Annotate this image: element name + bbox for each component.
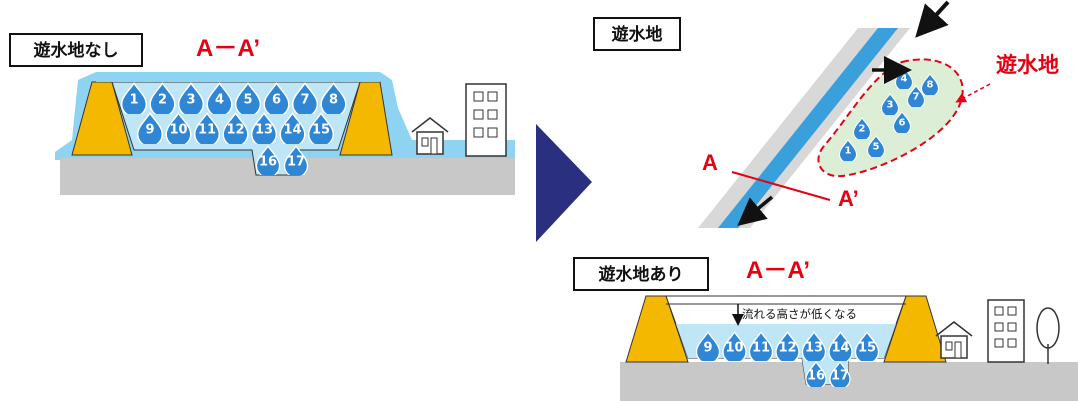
map-view: 遊水地 12 3 4 5 6 78 遊水地 A A’ xyxy=(593,0,1059,228)
drops-row-1-bottom: 9 10 11 12 13 14 15 xyxy=(696,331,879,361)
drop-number: 7 xyxy=(913,92,920,103)
drop-number: 9 xyxy=(703,341,712,356)
drop-number: 1 xyxy=(129,93,138,108)
drops-row-2: 9 10 11 12 13 14 15 xyxy=(137,112,334,144)
tree-icon xyxy=(1036,307,1060,364)
drop-number: 4 xyxy=(215,93,224,108)
drop-number: 1 xyxy=(845,146,852,157)
section-line xyxy=(731,171,831,201)
drop-number: 3 xyxy=(887,100,894,111)
building-icon xyxy=(987,299,1025,363)
house-icon xyxy=(411,117,449,155)
drop-number: 6 xyxy=(272,93,281,108)
drop-number: 5 xyxy=(873,142,880,153)
ground xyxy=(60,158,515,195)
drop-number: 7 xyxy=(300,93,309,108)
label-box-with xyxy=(573,257,709,291)
drop-number: 13 xyxy=(255,123,273,138)
drop-number: 16 xyxy=(807,369,825,384)
drop-number: 11 xyxy=(198,123,216,138)
drop-number: 6 xyxy=(899,118,906,129)
level-note: 流れる高さが低くなる xyxy=(742,307,857,321)
triangle-right-icon xyxy=(536,124,592,242)
drop-number: 14 xyxy=(283,123,301,138)
drop-number: 9 xyxy=(145,123,154,138)
drop-number: 10 xyxy=(169,123,187,138)
drop-number: 4 xyxy=(901,74,908,85)
section-title-left: A－A’ xyxy=(196,35,260,62)
label-box-without xyxy=(9,33,143,67)
label-without-basin: 遊水地なし xyxy=(34,40,119,61)
label-box-basin xyxy=(593,17,681,51)
drop-number: 14 xyxy=(831,341,849,356)
callout-basin: 遊水地 xyxy=(996,53,1059,77)
drop-number: 17 xyxy=(831,369,849,384)
label-with-basin: 遊水地あり xyxy=(599,264,684,285)
drop-number: 11 xyxy=(752,341,770,356)
point-a: A xyxy=(702,150,718,175)
drop-number: 2 xyxy=(859,124,866,135)
water-overflow-top xyxy=(96,72,380,82)
point-a-prime: A’ xyxy=(838,186,859,211)
drop-number: 8 xyxy=(927,80,934,91)
drop-number: 16 xyxy=(259,155,277,170)
drop-number: 10 xyxy=(725,341,743,356)
river-water xyxy=(718,28,898,228)
drop-number: 12 xyxy=(778,341,796,356)
drop-number: 5 xyxy=(243,93,252,108)
building-icon xyxy=(465,83,507,157)
callout-arrow xyxy=(955,83,991,103)
drop-number: 15 xyxy=(858,341,876,356)
drop-number: 2 xyxy=(158,93,167,108)
inflow-arrow-top xyxy=(915,0,950,38)
drop-number: 3 xyxy=(186,93,195,108)
drop-number: 8 xyxy=(329,93,338,108)
drop-number: 13 xyxy=(805,341,823,356)
drop-number: 12 xyxy=(226,123,244,138)
label-basin: 遊水地 xyxy=(612,24,663,45)
section-title-bottom: A－A’ xyxy=(746,257,810,284)
drops-row-1: 1 2 3 4 5 6 7 8 xyxy=(121,82,347,114)
house-icon xyxy=(935,321,973,359)
drop-number: 17 xyxy=(287,155,305,170)
outflow-arrow xyxy=(737,195,774,226)
drop-number: 15 xyxy=(312,123,330,138)
